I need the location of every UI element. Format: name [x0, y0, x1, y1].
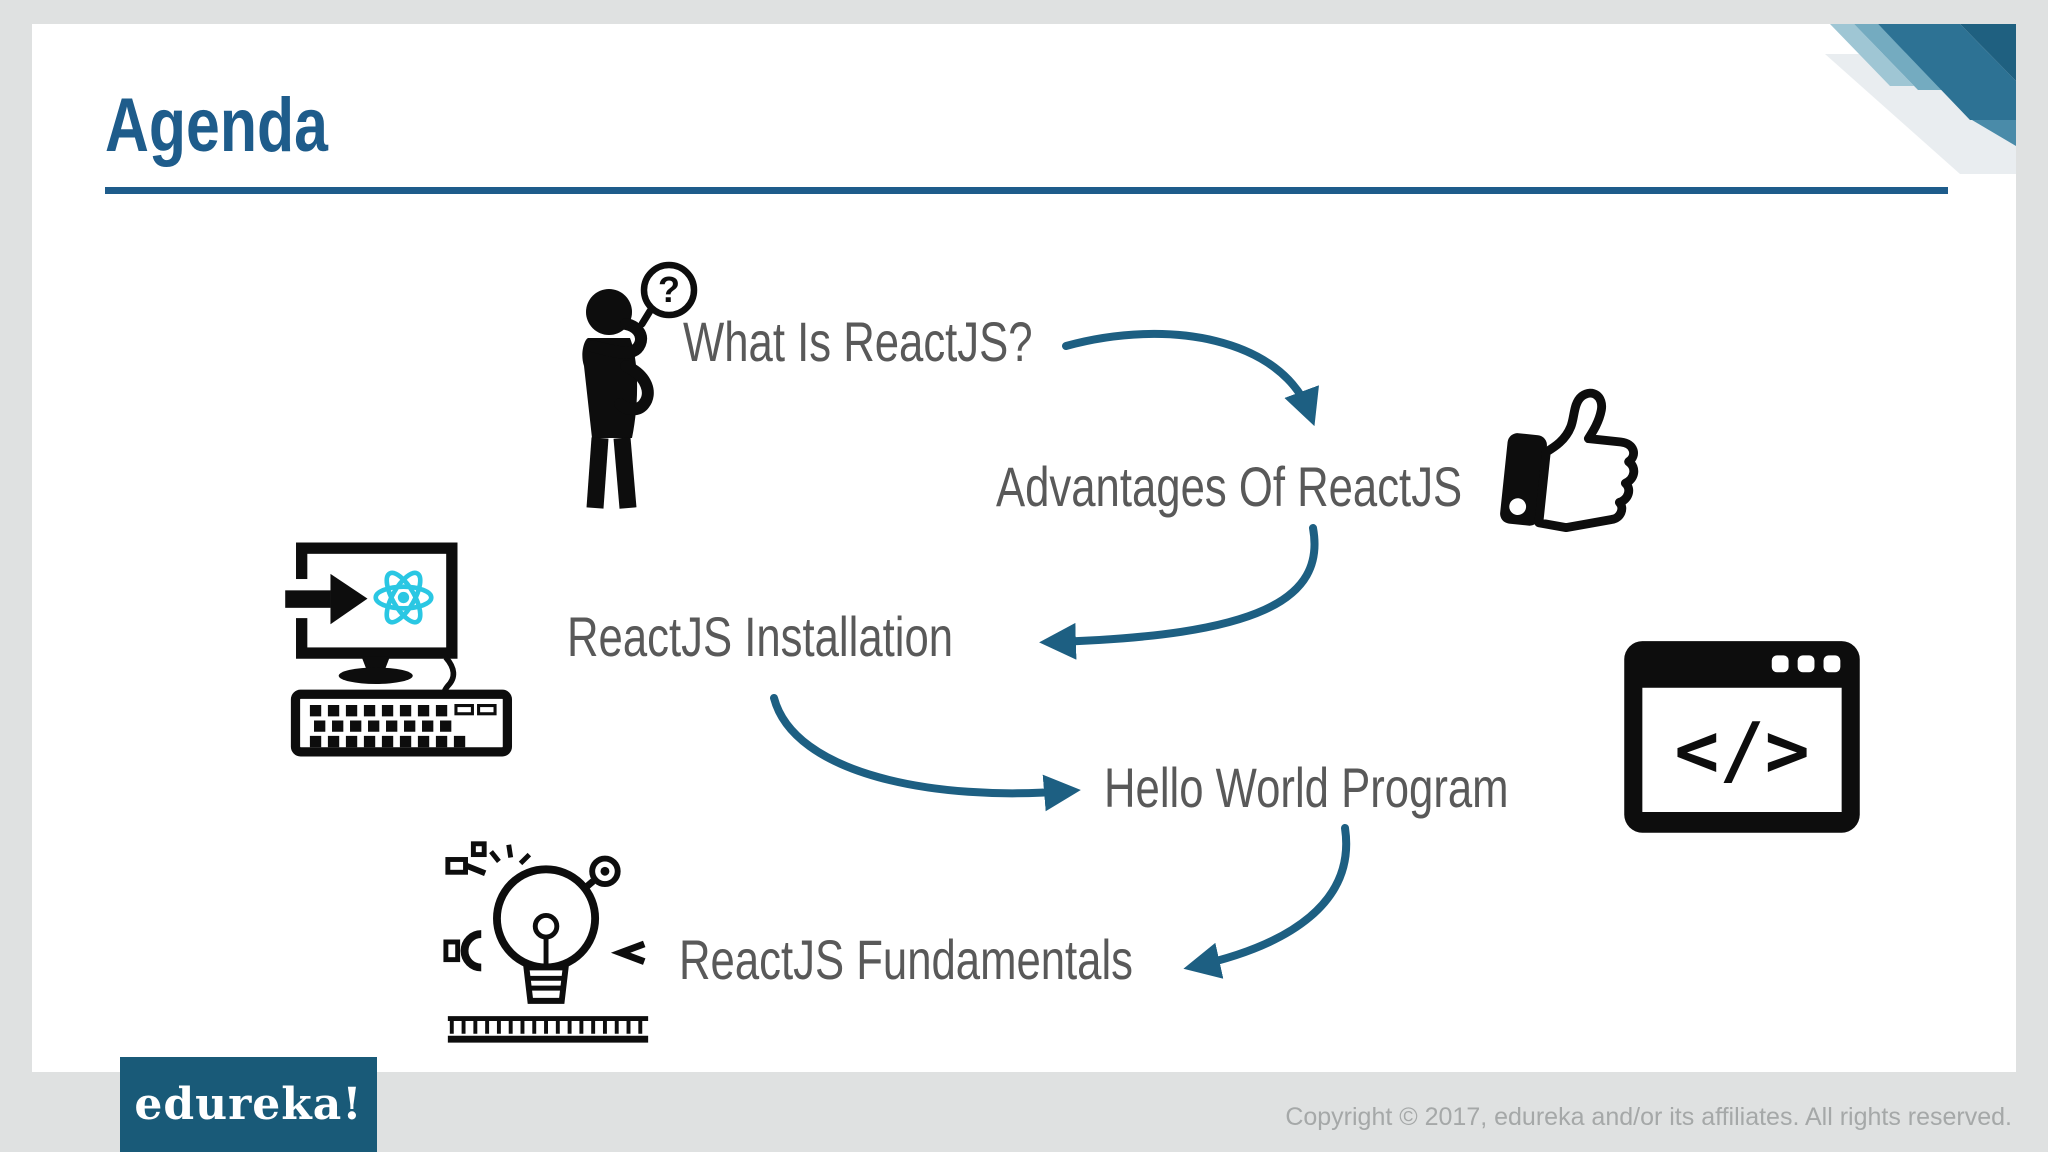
window-dot-icon — [1823, 655, 1841, 673]
thinking-person-icon — [582, 289, 654, 509]
computer-install-icon — [285, 542, 513, 757]
react-logo-icon — [373, 570, 434, 625]
wrench-glyph — [443, 930, 482, 972]
decoration-band-mid — [1854, 24, 1942, 90]
page-title: Agenda — [105, 83, 328, 168]
spark-glyph — [489, 844, 532, 866]
decoration-band-darkest — [1960, 24, 2016, 81]
decoration-band-light — [1830, 24, 1914, 86]
thumbs-up-icon — [1500, 388, 1639, 533]
window-dot-icon — [1797, 655, 1815, 673]
edureka-logo-text: edureka! — [134, 1079, 363, 1130]
corner-decoration-graphic — [1825, 24, 2016, 174]
edureka-logo: edureka! — [120, 1057, 377, 1152]
install-arrow-icon — [285, 590, 331, 608]
agenda-item-installation: ReactJS Installation — [567, 605, 954, 668]
agenda-item-advantages: Advantages Of ReactJS — [996, 455, 1463, 518]
idea-bulb-icon — [443, 841, 649, 1043]
ground-ruler-glyph — [447, 1016, 649, 1043]
keyboard — [290, 689, 513, 757]
copyright-text: Copyright © 2017, edureka and/or its aff… — [1285, 1103, 2012, 1131]
decoration-band-medium — [1972, 120, 2016, 146]
clamp-glyph — [610, 940, 646, 965]
agenda-item-what-is-reactjs: What Is ReactJS? — [683, 310, 1033, 373]
agenda-item-fundamentals: ReactJS Fundamentals — [679, 928, 1134, 991]
robot-arm-glyph — [445, 841, 487, 876]
decoration-band-dark — [1878, 24, 2016, 120]
agenda-item-hello-world: Hello World Program — [1104, 756, 1509, 819]
question-mark-glyph: ? — [658, 269, 680, 310]
question-mark-icon: ? — [638, 261, 698, 328]
window-dot-icon — [1771, 655, 1789, 673]
code-window-icon: </> — [1624, 641, 1860, 833]
code-glyph: </> — [1674, 706, 1810, 794]
title-underline — [105, 187, 1948, 194]
